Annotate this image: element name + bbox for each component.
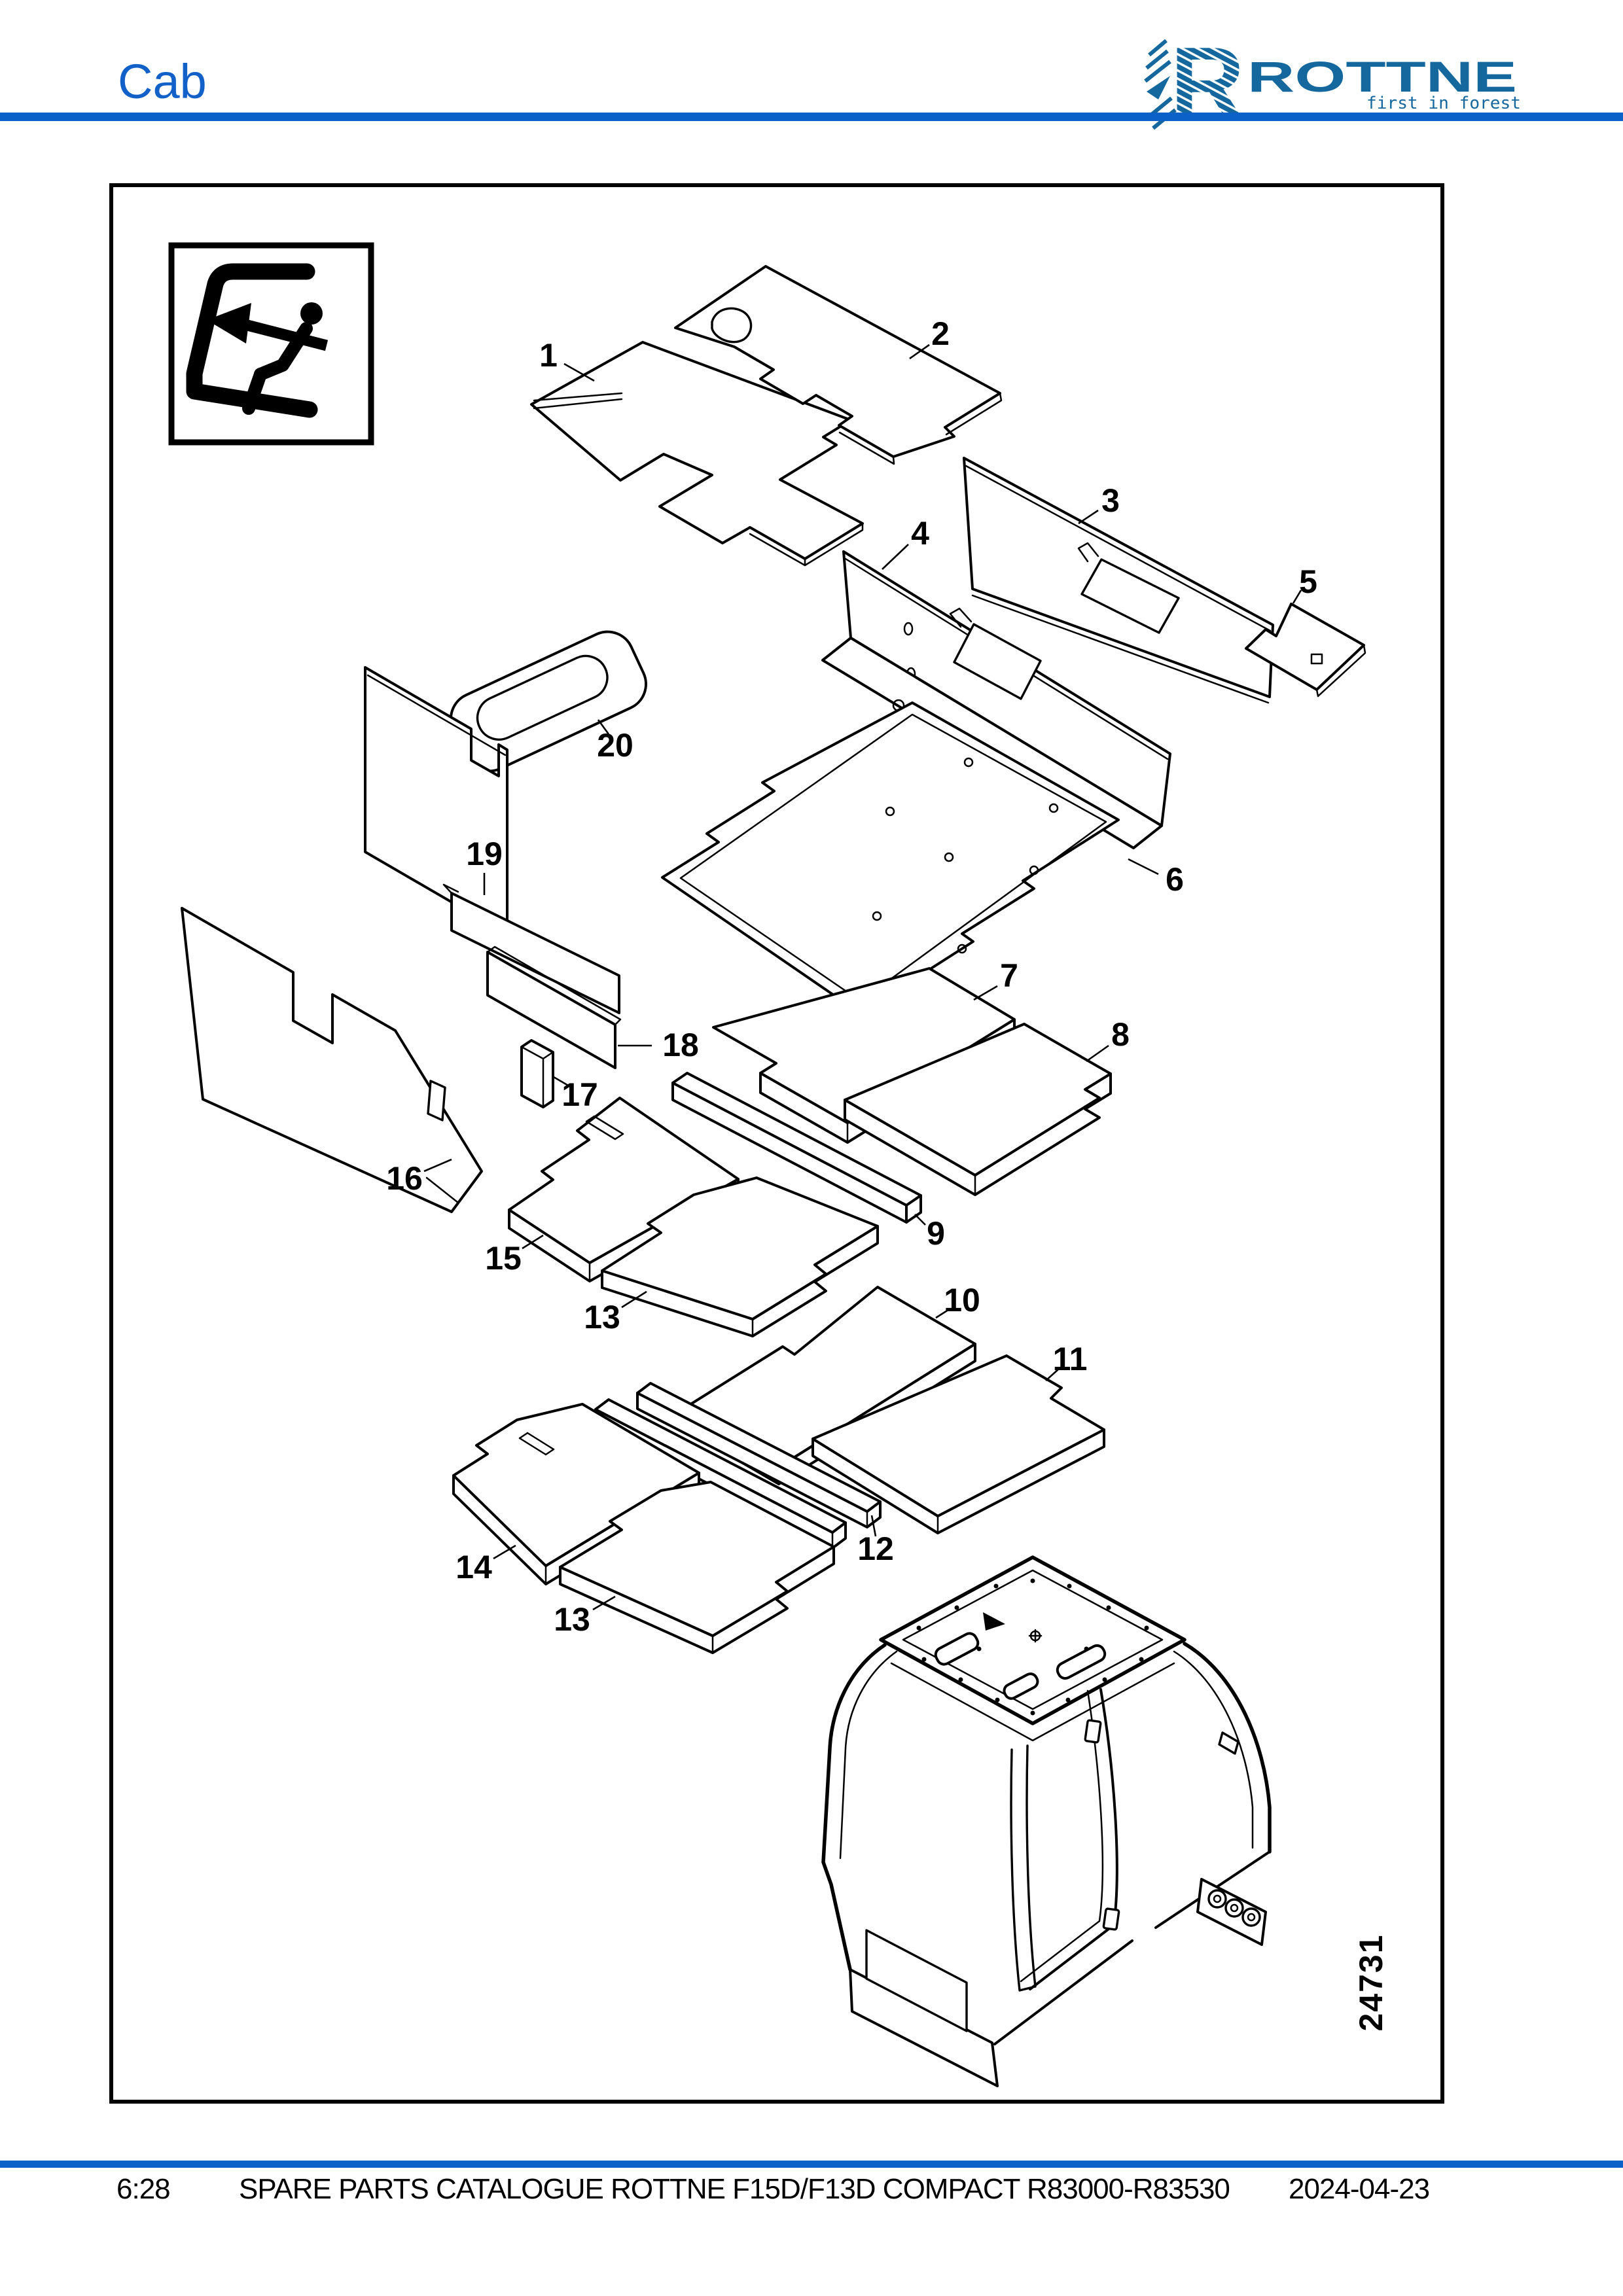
- part-label-6: 6: [1166, 861, 1184, 898]
- part-shape-16: [181, 907, 483, 1213]
- part-shape-9: [671, 1072, 922, 1224]
- part-shape-1: [530, 341, 864, 567]
- cab-door-exit-warning-icon: [168, 242, 374, 446]
- part-label-3: 3: [1101, 482, 1120, 519]
- part-shape-7: [712, 967, 1016, 1144]
- part-label-18: 18: [662, 1027, 699, 1063]
- cab-illustration: [821, 1555, 1272, 2087]
- part-shape-5: [1245, 603, 1366, 698]
- part-label-2: 2: [931, 315, 950, 352]
- part-shape-18: [486, 945, 622, 1069]
- part-label-9: 9: [927, 1215, 945, 1252]
- part-label-10: 10: [944, 1282, 980, 1318]
- part-shape-13a: [601, 1176, 879, 1337]
- part-shape-8: [844, 1023, 1112, 1196]
- part-label-1: 1: [539, 337, 558, 374]
- part-shape-17: [520, 1039, 554, 1108]
- part-label-5: 5: [1299, 563, 1317, 600]
- rottne-logo-icon: R ROTTNE first in forest: [1144, 26, 1521, 141]
- svg-text:R: R: [1170, 26, 1245, 141]
- part-label-4: 4: [911, 515, 929, 552]
- roof-antenna-pods: [934, 1612, 1107, 1700]
- part-label-19: 19: [466, 836, 503, 872]
- part-shape-2: [674, 265, 1003, 465]
- part-label-16: 16: [386, 1160, 423, 1197]
- footer-page-ref: 6:28: [116, 2173, 170, 2205]
- part-label-7: 7: [1000, 957, 1018, 994]
- logo-tagline: first in forest: [1366, 94, 1521, 113]
- part-label-8: 8: [1111, 1016, 1130, 1053]
- drawing-number: 24731: [1353, 1934, 1389, 2031]
- part-label-15: 15: [485, 1240, 522, 1277]
- part-shape-19: [442, 883, 620, 1014]
- footer-rule: [0, 2161, 1623, 2168]
- part-label-12: 12: [857, 1530, 894, 1567]
- part-shape-12: [594, 1382, 882, 1549]
- rear-light-cluster: [1196, 1878, 1267, 1946]
- leader-lines: [423, 344, 1302, 1611]
- part-label-13a: 13: [584, 1299, 620, 1335]
- part-label-17: 17: [562, 1076, 598, 1113]
- footer-date: 2024-04-23: [1289, 2173, 1429, 2205]
- part-shape-back-panel: [364, 666, 508, 936]
- header-rule: [0, 113, 1623, 121]
- part-shape-13b: [559, 1481, 835, 1654]
- footer-title: SPARE PARTS CATALOGUE ROTTNE F15D/F13D C…: [239, 2173, 1230, 2205]
- part-label-11: 11: [1053, 1341, 1088, 1377]
- logo-brand-text: ROTTNE: [1247, 52, 1517, 101]
- part-shape-3: [963, 457, 1274, 704]
- page-title: Cab: [118, 54, 207, 109]
- part-label-13b: 13: [554, 1601, 590, 1638]
- part-label-14: 14: [455, 1549, 492, 1585]
- part-shape-11: [812, 1354, 1105, 1534]
- part-label-20: 20: [597, 727, 633, 764]
